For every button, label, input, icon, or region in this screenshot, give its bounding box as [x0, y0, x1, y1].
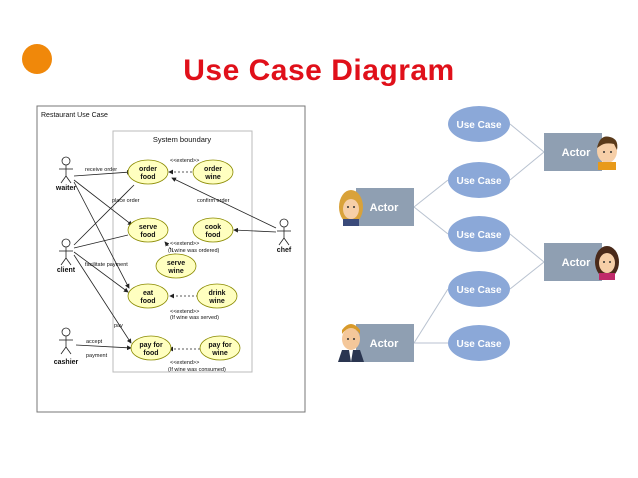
use-case-serve-wine: serve wine — [155, 253, 197, 279]
actor-client-label: client — [57, 267, 76, 274]
label-extend-1: <<extend>> — [170, 158, 199, 164]
label-receive-order: receive order — [85, 167, 117, 173]
use-case-ellipse-1: Use Case — [448, 106, 510, 142]
svg-text:pay for: pay for — [139, 342, 163, 349]
svg-text:food: food — [140, 174, 155, 181]
label-accept: accept — [86, 339, 103, 345]
actor-waiter — [59, 156, 73, 184]
svg-text:order: order — [204, 166, 222, 173]
svg-text:Use Case: Use Case — [456, 120, 501, 131]
use-case-ellipse-3: Use Case — [448, 216, 510, 252]
use-case-cook-food: cook food — [192, 217, 234, 243]
actor-chef-label: chef — [277, 247, 292, 254]
restaurant-use-case-diagram: Restaurant Use Case System boundary — [36, 105, 306, 413]
label-place-order: place order — [112, 198, 140, 204]
frame-title: Restaurant Use Case — [41, 112, 108, 119]
actor-cashier — [59, 327, 73, 355]
svg-text:pay for: pay for — [208, 342, 232, 349]
label-confirm-order: confirm order — [197, 198, 230, 204]
use-case-serve-food: serve food — [127, 217, 169, 243]
use-case-ellipse-4: Use Case — [448, 271, 510, 307]
use-case-pay-for-wine: pay for wine — [199, 335, 241, 361]
actor-client — [59, 238, 73, 266]
use-case-ellipse-2: Use Case — [448, 162, 510, 198]
use-case-eat-food: eat food — [127, 283, 169, 309]
label-if-ordered: (If wine was ordered) — [168, 248, 220, 254]
boundary-title: System boundary — [153, 135, 212, 144]
label-if-consumed: (If wine was consumed) — [168, 367, 226, 373]
use-case-ellipse-5: Use Case — [448, 325, 510, 361]
actor-box-left-top: Actor — [356, 188, 414, 226]
svg-text:food: food — [140, 298, 155, 305]
actor-cashier-label: cashier — [54, 359, 79, 366]
orange-bullet — [22, 44, 52, 74]
svg-text:Actor: Actor — [562, 257, 591, 269]
svg-text:eat: eat — [143, 290, 154, 297]
svg-text:cook: cook — [205, 224, 221, 231]
woman-blonde-avatar-icon — [339, 190, 363, 226]
svg-text:wine: wine — [204, 174, 221, 181]
svg-text:food: food — [143, 350, 158, 357]
label-extend-2: <<extend>> — [170, 241, 199, 247]
svg-text:food: food — [205, 232, 220, 239]
use-case-order-food: order food — [127, 159, 169, 185]
svg-text:wine: wine — [167, 268, 184, 275]
actor-box-left-bottom: Actor — [356, 324, 414, 362]
use-case-drink-wine: drink wine — [196, 283, 238, 309]
woman-dark-hair-avatar-icon — [595, 246, 619, 280]
label-payment: payment — [86, 353, 108, 359]
label-extend-4: <<extend>> — [170, 360, 199, 366]
association-lines — [73, 169, 277, 352]
connector-lines — [413, 123, 545, 344]
svg-text:Use Case: Use Case — [456, 285, 501, 296]
use-case-pay-for-food: pay for food — [130, 335, 172, 361]
actor-box-right-top: Actor — [544, 133, 602, 171]
actor-waiter-label: waiter — [55, 185, 77, 192]
svg-text:food: food — [140, 232, 155, 239]
svg-text:wine: wine — [211, 350, 228, 357]
actor-chef — [277, 218, 291, 246]
generic-use-case-diagram: Use Case Use Case Use Case Use Case Use … — [338, 106, 619, 362]
svg-text:Actor: Actor — [562, 147, 591, 159]
actor-box-right-bottom: Actor — [544, 243, 602, 281]
svg-text:Use Case: Use Case — [456, 339, 501, 350]
man-suit-avatar-icon — [338, 324, 364, 362]
svg-text:serve: serve — [167, 260, 185, 267]
svg-text:Use Case: Use Case — [456, 230, 501, 241]
page-title: Use Case Diagram — [183, 54, 455, 87]
svg-text:Actor: Actor — [370, 202, 399, 214]
man-brown-hair-avatar-icon — [597, 136, 618, 170]
svg-text:Actor: Actor — [370, 338, 399, 350]
svg-text:serve: serve — [139, 224, 157, 231]
label-facilitate-payment: facilitate payment — [85, 262, 128, 268]
svg-text:order: order — [139, 166, 157, 173]
label-pay: pay — [114, 323, 123, 329]
label-extend-3: <<extend>> — [170, 309, 199, 315]
use-case-order-wine: order wine — [192, 159, 234, 185]
svg-text:wine: wine — [208, 298, 225, 305]
svg-text:drink: drink — [208, 290, 225, 297]
label-if-served: (If wine was served) — [170, 315, 219, 321]
svg-text:Use Case: Use Case — [456, 176, 501, 187]
